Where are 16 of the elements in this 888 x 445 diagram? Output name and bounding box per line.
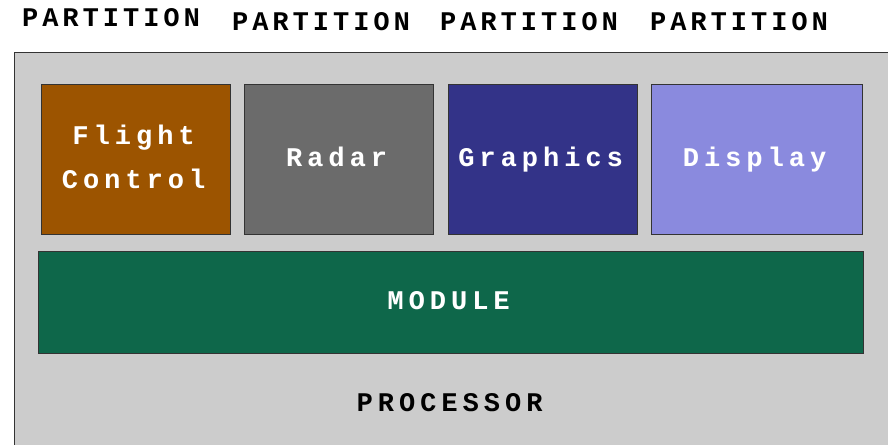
partition-label: Radar (284, 144, 393, 176)
partition-box (41, 84, 231, 235)
partition-heading: PARTITION (22, 4, 204, 37)
partition-heading: PARTITION (650, 8, 832, 41)
partition-box (448, 84, 638, 235)
partition-label: Graphics (457, 144, 629, 176)
partition-box (651, 84, 863, 235)
processor-box (14, 52, 888, 445)
partition-heading: PARTITION (232, 8, 414, 41)
processor-label: PROCESSOR (356, 389, 548, 422)
module-label: MODULE (386, 286, 516, 320)
partition-box (244, 84, 434, 235)
partition-label: Display (682, 144, 832, 176)
partition-label: Flight Control (60, 122, 212, 198)
partition-heading: PARTITION (440, 8, 622, 41)
module-box (38, 251, 864, 354)
